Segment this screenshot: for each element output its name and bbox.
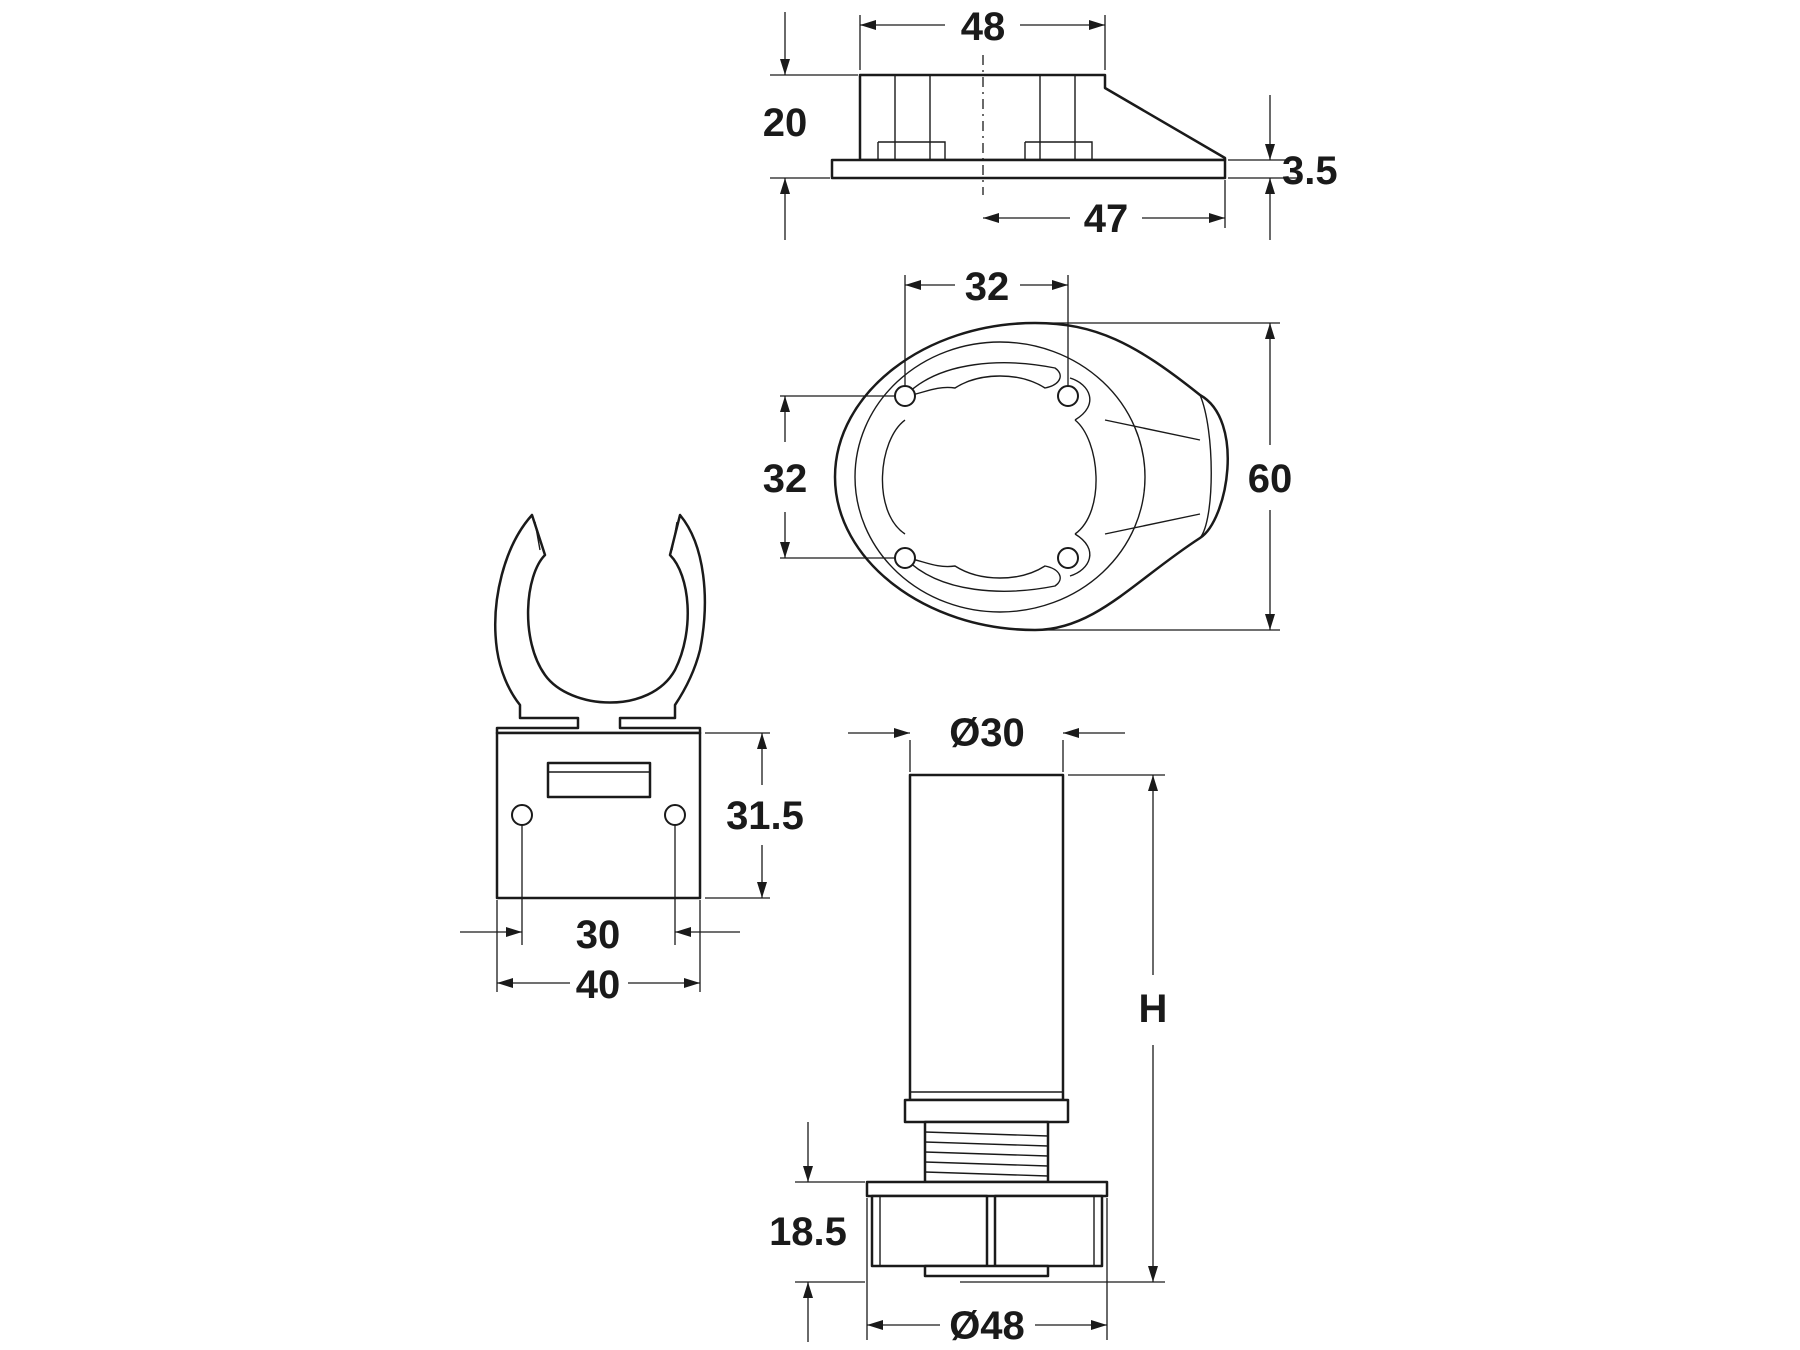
dimension-side-hole-spacing: 32: [763, 395, 895, 559]
dimension-foot-diameter: Ø48: [866, 1198, 1108, 1348]
dimension-base-depth: 60: [1040, 322, 1293, 631]
label-clip-hole-spacing: 30: [576, 913, 621, 957]
dimension-tube-diameter: Ø30: [848, 711, 1125, 772]
dimension-clip-width: 40: [496, 900, 701, 1007]
dimension-base-height: 20: [763, 12, 858, 240]
base-side-view: [830, 55, 1227, 195]
label-base-height: 20: [763, 101, 808, 145]
mounting-hole-top-right: [1057, 385, 1079, 407]
leg-tube: [908, 773, 1065, 1102]
leg-foot-left: [870, 1194, 989, 1268]
label-leg-height: H: [1139, 987, 1168, 1031]
mounting-hole-bottom-left: [894, 547, 916, 569]
base-plan-view: [833, 321, 1229, 632]
label-clip-width: 40: [576, 963, 621, 1007]
dimension-clip-hole-spacing: 30: [460, 825, 740, 957]
label-top-hole-spacing: 32: [965, 265, 1010, 309]
dimension-base-width: 48: [859, 5, 1106, 70]
dimension-leg-height: H: [960, 774, 1168, 1283]
label-foot-diameter: Ø48: [949, 1304, 1025, 1348]
label-base-depth: 60: [1248, 457, 1293, 501]
dimension-clip-height: 31.5: [705, 732, 804, 899]
clip-hole-right: [664, 804, 686, 826]
label-foot-height: 18.5: [769, 1210, 847, 1254]
label-flange-offset: 47: [1084, 197, 1129, 241]
dimension-flange-offset: 47: [983, 180, 1226, 241]
plinth-clip: [494, 513, 707, 900]
clip-hole-left: [511, 804, 533, 826]
leg-foot-right: [993, 1194, 1104, 1268]
mounting-hole-top-left: [894, 385, 916, 407]
label-base-width: 48: [961, 5, 1006, 49]
dimension-top-hole-spacing: 32: [904, 265, 1069, 386]
leg-collar: [903, 1098, 1070, 1124]
adjustable-leg: [865, 773, 1109, 1278]
mounting-hole-bottom-right: [1057, 547, 1079, 569]
label-tube-diameter: Ø30: [949, 711, 1025, 755]
leg-foot-top: [865, 1180, 1109, 1198]
dimension-flange-thickness: 3.5: [1228, 95, 1338, 240]
label-side-hole-spacing: 32: [763, 457, 808, 501]
dimension-foot-height: 18.5: [769, 1122, 865, 1342]
label-clip-height: 31.5: [726, 794, 804, 838]
label-flange-thickness: 3.5: [1282, 149, 1338, 193]
